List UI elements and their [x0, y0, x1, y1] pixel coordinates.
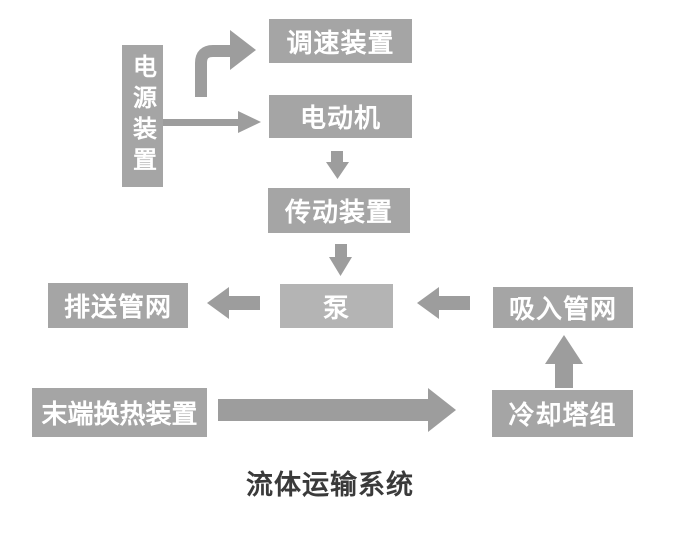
node-speed-control-label: 调速装置 [286, 28, 395, 59]
left-arrow-head [417, 287, 439, 319]
node-speed-control: 调速装置 [269, 19, 412, 63]
node-transmission-label: 传动装置 [284, 198, 393, 228]
node-power-supply-label: 电源装置 [128, 54, 158, 178]
arrow-cooling-tower-to-suction-network [545, 335, 583, 388]
node-discharge-network: 排送管网 [48, 283, 188, 328]
elbow-arrow-shaft [195, 45, 231, 97]
node-suction-network: 吸入管网 [493, 287, 633, 328]
left-arrow-head [207, 287, 229, 319]
node-cooling-tower: 冷却塔组 [492, 390, 633, 437]
down-arrow-head [326, 162, 349, 179]
long-right-arrow-shaft [218, 399, 428, 421]
arrow-terminal-to-cooling-tower [218, 388, 456, 432]
down-arrow-head [329, 257, 352, 276]
node-pump: 泵 [280, 284, 393, 328]
thin-arrow-head [238, 111, 261, 133]
long-right-arrow-head [428, 388, 456, 432]
up-arrow-shaft [555, 363, 573, 388]
left-arrow-shaft [439, 296, 470, 310]
arrow-motor-to-transmission [326, 151, 349, 179]
node-suction-network-label: 吸入管网 [508, 295, 617, 325]
node-terminal-heat-exchange-label: 末端换热装置 [41, 400, 198, 430]
node-pump-label: 泵 [322, 293, 350, 324]
arrow-power-to-motor [163, 111, 261, 133]
node-motor: 电动机 [269, 95, 412, 138]
node-terminal-heat-exchange: 末端换热装置 [32, 388, 207, 437]
down-arrow-shaft [331, 151, 343, 163]
down-arrow-shaft [335, 244, 347, 257]
node-discharge-network-label: 排送管网 [63, 293, 172, 323]
diagram-caption: 流体运输系统 [246, 470, 414, 501]
arrow-power-to-speed-control [195, 30, 256, 97]
node-motor-label: 电动机 [299, 104, 381, 134]
arrow-pump-to-discharge-network [207, 287, 260, 319]
arrow-suction-network-to-pump [417, 287, 470, 319]
node-transmission: 传动装置 [268, 188, 410, 233]
elbow-arrow-head [230, 30, 256, 70]
node-cooling-tower-label: 冷却塔组 [508, 401, 617, 431]
thin-arrow-shaft [163, 119, 239, 126]
left-arrow-shaft [229, 296, 260, 310]
node-power-supply: 电源装置 [122, 45, 163, 187]
arrow-transmission-to-pump [329, 244, 352, 276]
up-arrow-head [545, 335, 583, 364]
